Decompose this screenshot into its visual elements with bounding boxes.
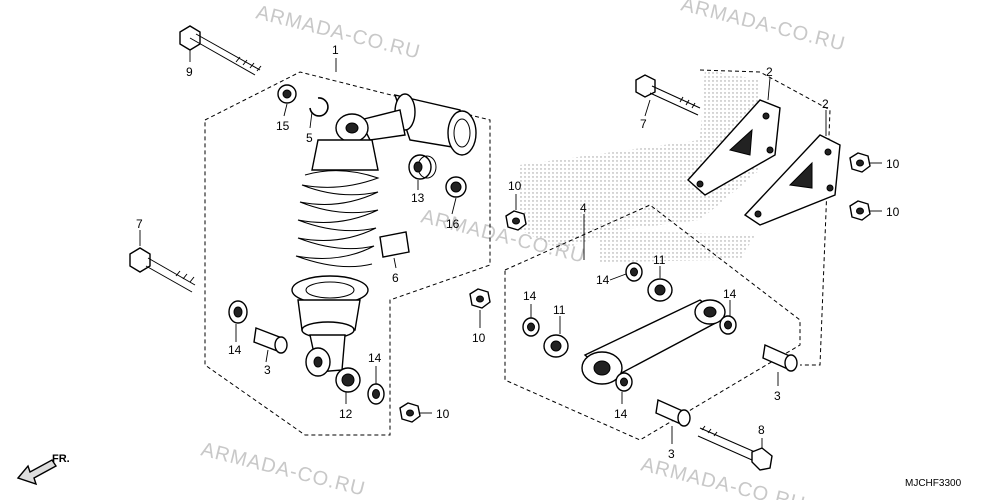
bolt-8 (697, 425, 773, 471)
washer-14-left (228, 300, 248, 324)
bolt-9 (179, 25, 262, 76)
shock-absorber (291, 93, 477, 377)
nut-10-link (469, 288, 491, 309)
watermark-text: ARMADA-CO.RU (639, 454, 808, 500)
callout-3-left: 3 (264, 363, 271, 377)
bearing-11-lower (543, 334, 569, 358)
callout-10-upper-right: 10 (886, 157, 900, 171)
callout-14-upper: 14 (596, 273, 610, 287)
bolt-7-left (129, 247, 196, 293)
callout-10-link: 10 (472, 331, 486, 345)
nut-10-lower (399, 402, 421, 423)
callout-7-right: 7 (640, 117, 647, 131)
callout-16: 16 (446, 217, 460, 231)
washer-15 (277, 84, 297, 104)
callout-12: 12 (339, 407, 353, 421)
collar-3-right (762, 343, 798, 372)
logo-background (520, 70, 760, 262)
washer-14-upper (625, 262, 643, 282)
bearing-12 (335, 367, 361, 393)
callout-7-left: 7 (136, 217, 143, 231)
watermark-text: ARMADA-CO.RU (199, 439, 368, 500)
callout-14-bottom: 14 (614, 407, 628, 421)
callout-4: 4 (580, 201, 587, 215)
watermark-text: ARMADA-CO.RU (679, 0, 848, 56)
bolt-7-right (635, 74, 701, 116)
callout-5: 5 (306, 131, 313, 145)
callout-14-left: 14 (228, 343, 242, 357)
nut-10-middle (505, 210, 527, 231)
nut-10-upper-right (849, 152, 871, 173)
callout-11-upper: 11 (653, 253, 666, 267)
callout-15: 15 (276, 119, 290, 133)
nut-10-lower-right (849, 200, 871, 221)
diagram-code: MJCHF3300 (905, 478, 962, 489)
leader-lines (139, 50, 882, 448)
callout-labels: 1 9 15 5 13 16 6 7 14 3 12 14 10 2 2 10 … (136, 43, 900, 461)
callout-10-lower: 10 (436, 407, 450, 421)
washer-14-bottom (615, 372, 633, 392)
callout-14-mid: 14 (523, 289, 537, 303)
collar-3-bottom (655, 398, 691, 427)
circlip-5 (309, 97, 329, 117)
bracket-2-back (743, 134, 841, 226)
bearing-11-upper (647, 278, 673, 302)
front-marker-text: FR. (52, 453, 70, 465)
callout-14-right: 14 (723, 287, 737, 301)
washer-14-right (719, 315, 737, 335)
callout-10-lower-right: 10 (886, 205, 900, 219)
link-4 (581, 299, 727, 385)
link-group-outline (504, 204, 801, 441)
callout-1: 1 (332, 43, 339, 57)
callout-10-middle: 10 (508, 179, 522, 193)
callout-3-bottom: 3 (668, 447, 675, 461)
front-direction-marker: FR. (16, 453, 70, 486)
callout-8: 8 (758, 423, 765, 437)
callout-2-back: 2 (822, 97, 829, 111)
callout-3-right: 3 (774, 389, 781, 403)
washer-14-mid (522, 317, 540, 337)
label-6 (379, 231, 410, 258)
callout-6: 6 (392, 271, 399, 285)
watermarks: ARMADA-CO.RU ARMADA-CO.RU ARMADA-CO.RU A… (199, 0, 848, 500)
callout-14-shock: 14 (368, 351, 382, 365)
bracket-2-front (687, 99, 781, 196)
callout-9: 9 (186, 65, 193, 79)
callout-2-front: 2 (766, 65, 773, 79)
callout-13: 13 (411, 191, 425, 205)
washer-16 (445, 176, 467, 198)
shock-group-outline (204, 71, 491, 436)
washer-14-lower (367, 383, 385, 405)
bushing-13 (408, 154, 437, 180)
collar-3-left (253, 327, 288, 354)
bracket-group-outline (699, 69, 831, 366)
callout-11-lower: 11 (553, 303, 566, 317)
